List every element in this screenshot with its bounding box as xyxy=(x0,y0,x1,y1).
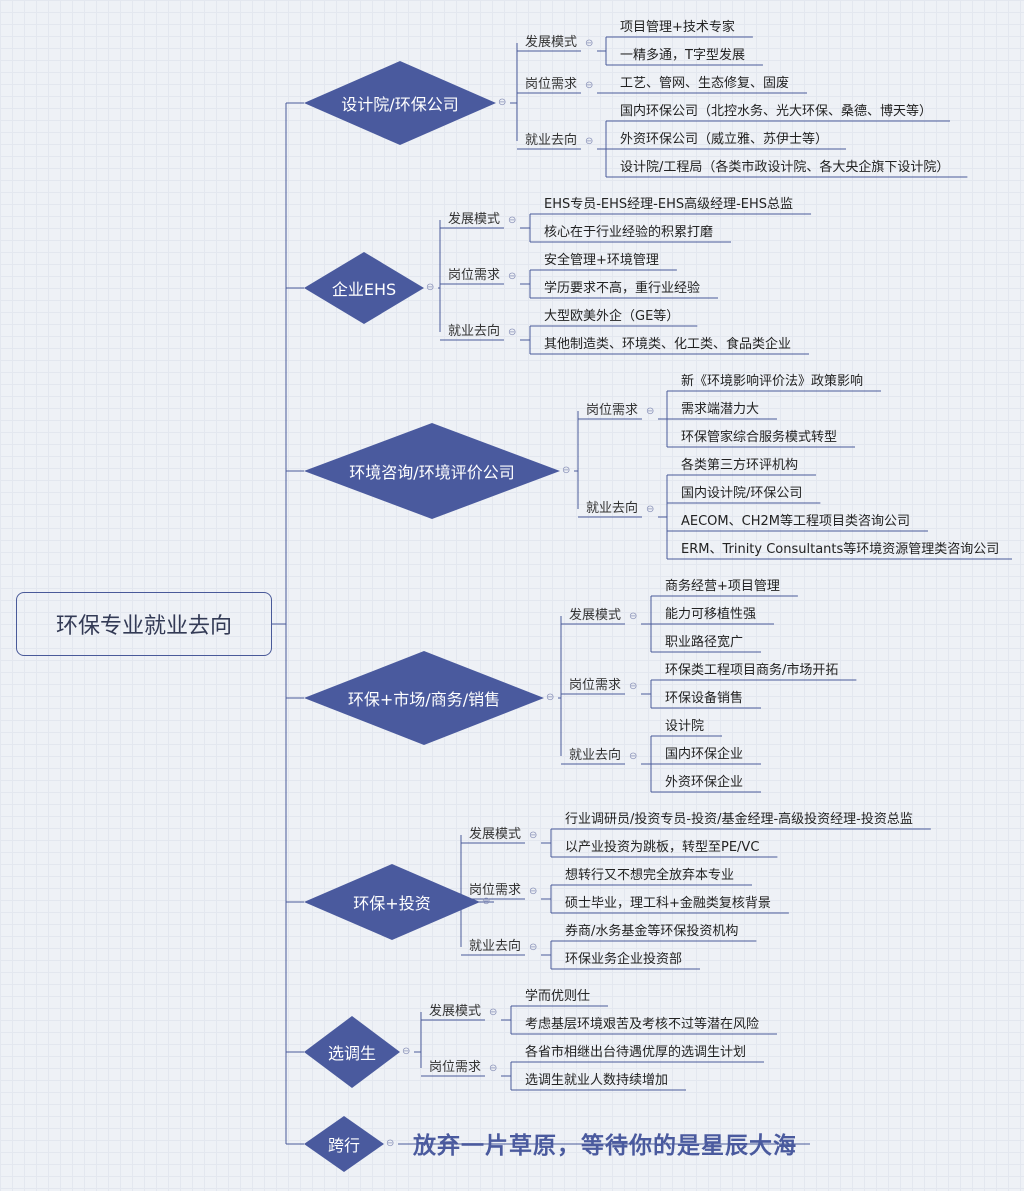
leaf-item: 外资环保公司（威立雅、苏伊士等） xyxy=(620,132,829,147)
group-label: 岗位需求 xyxy=(469,883,522,898)
collapse-toggle-icon[interactable]: ⊖ xyxy=(508,327,517,338)
collapse-toggle-icon[interactable]: ⊖ xyxy=(482,896,491,907)
group-label: 岗位需求 xyxy=(569,678,622,693)
root-topic: 环保专业就业去向 xyxy=(16,592,272,656)
collapse-toggle-icon[interactable]: ⊖ xyxy=(529,830,538,841)
collapse-toggle-icon[interactable]: ⊖ xyxy=(508,215,517,226)
collapse-toggle-icon[interactable]: ⊖ xyxy=(546,692,555,703)
leaf-item: 能力可移植性强 xyxy=(665,607,757,622)
leaf-item: AECOM、CH2M等工程项目类咨询公司 xyxy=(681,514,910,529)
leaf-item: 工艺、管网、生态修复、固废 xyxy=(620,76,790,91)
leaf-item: 行业调研员/投资专员-投资/基金经理-高级投资经理-投资总监 xyxy=(565,812,913,827)
leaf-item: 各类第三方环评机构 xyxy=(681,458,799,473)
group-label: 就业去向 xyxy=(569,748,622,763)
group-label: 发展模式 xyxy=(448,212,501,227)
leaf-item: 环保管家综合服务模式转型 xyxy=(681,430,838,445)
group-label: 发展模式 xyxy=(429,1004,482,1019)
leaf-item: 设计院 xyxy=(665,719,705,734)
collapse-toggle-icon[interactable]: ⊖ xyxy=(562,465,571,476)
leaf-item: 学而优则仕 xyxy=(525,989,591,1004)
leaf-item: 外资环保企业 xyxy=(665,775,744,790)
collapse-toggle-icon[interactable]: ⊖ xyxy=(585,136,594,147)
leaf-item: 其他制造类、环境类、化工类、食品类企业 xyxy=(544,337,792,352)
leaf-item: 环保类工程项目商务/市场开拓 xyxy=(665,663,839,678)
group-label: 发展模式 xyxy=(525,35,578,50)
leaf-item: 学历要求不高，重行业经验 xyxy=(544,281,701,296)
leaf-item: 环保业务企业投资部 xyxy=(565,952,683,967)
leaf-item: 国内设计院/环保公司 xyxy=(681,486,803,501)
leaf-item: 硕士毕业，理工科+金融类复核背景 xyxy=(565,896,771,911)
leaf-item: ERM、Trinity Consultants等环境资源管理类咨询公司 xyxy=(681,542,1000,557)
leaf-item: 国内环保企业 xyxy=(665,747,744,762)
leaf-item: 大型欧美外企（GE等） xyxy=(544,309,680,324)
collapse-toggle-icon[interactable]: ⊖ xyxy=(529,886,538,897)
leaf-item: 新《环境影响评价法》政策影响 xyxy=(681,374,864,389)
group-label: 岗位需求 xyxy=(525,77,578,92)
leaf-item: 项目管理+技术专家 xyxy=(620,20,735,35)
collapse-toggle-icon[interactable]: ⊖ xyxy=(489,1063,498,1074)
collapse-toggle-icon[interactable]: ⊖ xyxy=(489,1007,498,1018)
group-label: 就业去向 xyxy=(586,501,639,516)
leaf-item: 环保设备销售 xyxy=(665,691,744,706)
group-label: 就业去向 xyxy=(469,939,522,954)
collapse-toggle-icon[interactable]: ⊖ xyxy=(529,942,538,953)
leaf-item: 需求端潜力大 xyxy=(681,402,760,417)
leaf-item: 各省市相继出台待遇优厚的选调生计划 xyxy=(525,1045,747,1060)
group-label: 就业去向 xyxy=(448,324,501,339)
group-label: 发展模式 xyxy=(569,608,622,623)
leaf-item: 设计院/工程局（各类市政设计院、各大央企旗下设计院） xyxy=(620,160,950,175)
leaf-item: 核心在于行业经验的积累打磨 xyxy=(544,225,714,240)
leaf-item: 一精多通，T字型发展 xyxy=(620,48,745,63)
collapse-toggle-icon[interactable]: ⊖ xyxy=(498,97,507,108)
leaf-item: EHS专员-EHS经理-EHS高级经理-EHS总监 xyxy=(544,197,794,212)
group-label: 就业去向 xyxy=(525,133,578,148)
leaf-item: 考虑基层环境艰苦及考核不过等潜在风险 xyxy=(525,1017,760,1032)
collapse-toggle-icon[interactable]: ⊖ xyxy=(646,504,655,515)
group-label: 岗位需求 xyxy=(586,403,639,418)
leaf-item: 以产业投资为跳板，转型至PE/VC xyxy=(565,840,760,855)
collapse-toggle-icon[interactable]: ⊖ xyxy=(508,271,517,282)
collapse-toggle-icon[interactable]: ⊖ xyxy=(402,1046,411,1057)
leaf-item: 职业路径宽广 xyxy=(665,635,744,650)
slogan-text: 放弃一片草原，等待你的是星辰大海 xyxy=(413,1133,797,1159)
leaf-item: 选调生就业人数持续增加 xyxy=(525,1073,669,1088)
collapse-toggle-icon[interactable]: ⊖ xyxy=(585,80,594,91)
leaf-item: 券商/水务基金等环保投资机构 xyxy=(565,924,739,939)
collapse-toggle-icon[interactable]: ⊖ xyxy=(426,282,435,293)
collapse-toggle-icon[interactable]: ⊖ xyxy=(629,751,638,762)
leaf-item: 国内环保公司（北控水务、光大环保、桑德、博天等） xyxy=(620,104,933,119)
leaf-item: 安全管理+环境管理 xyxy=(544,253,659,268)
collapse-toggle-icon[interactable]: ⊖ xyxy=(646,406,655,417)
root-topic-label: 环保专业就业去向 xyxy=(55,614,232,639)
group-label: 发展模式 xyxy=(469,827,522,842)
leaf-item: 商务经营+项目管理 xyxy=(665,579,780,594)
group-label: 岗位需求 xyxy=(448,268,501,283)
leaf-item: 想转行又不想完全放弃本专业 xyxy=(565,868,735,883)
collapse-toggle-icon[interactable]: ⊖ xyxy=(585,38,594,49)
collapse-toggle-icon[interactable]: ⊖ xyxy=(629,611,638,622)
group-label: 岗位需求 xyxy=(429,1060,482,1075)
collapse-toggle-icon[interactable]: ⊖ xyxy=(629,681,638,692)
collapse-toggle-icon[interactable]: ⊖ xyxy=(386,1138,395,1149)
